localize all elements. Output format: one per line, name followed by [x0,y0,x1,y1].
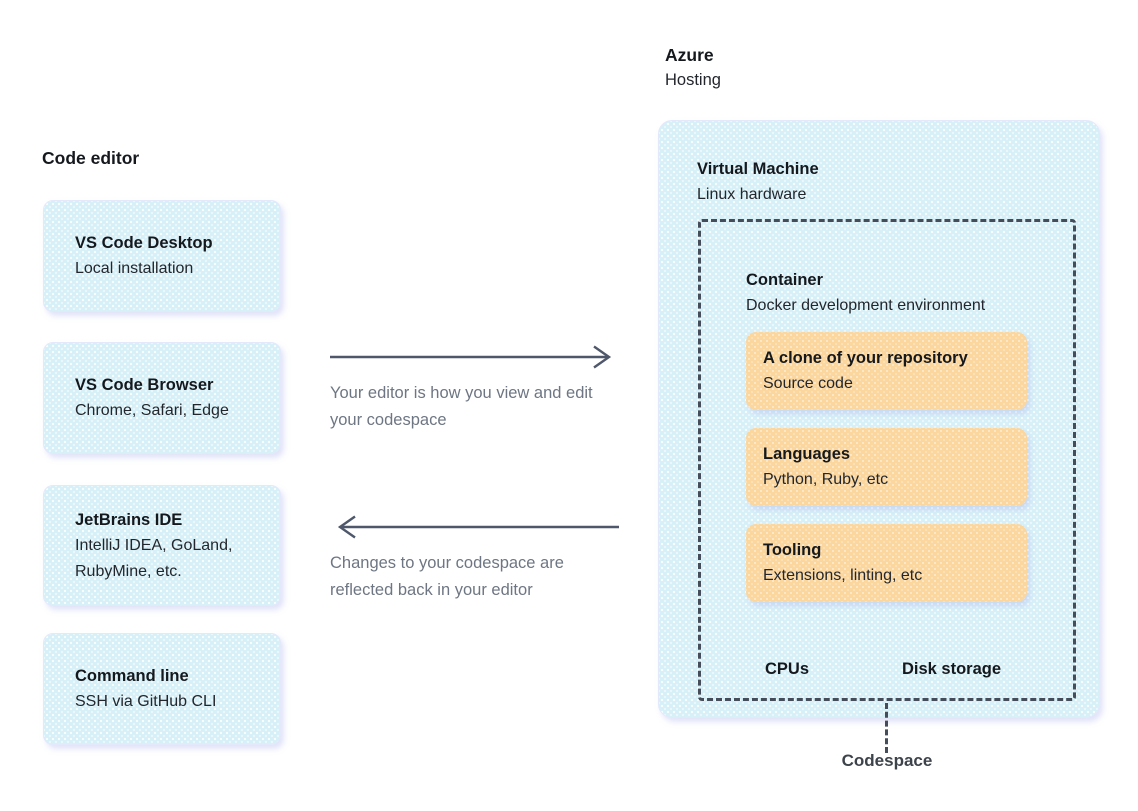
resource-box-subtitle: Python, Ruby, etc [763,471,889,488]
left-arrow-icon [329,514,619,540]
editor-box-vscode-browser: VS Code Browser Chrome, Safari, Edge [43,342,281,454]
disk-storage-label: Disk storage [902,660,1002,678]
code-editor-heading: Code editor [42,148,140,168]
vm-subtitle: Linux hardware [697,186,807,203]
resource-box-title: Tooling [763,541,822,559]
resource-box-title: A clone of your repository [763,349,968,367]
azure-heading: Azure [665,45,714,65]
resource-box-tooling: Tooling Extensions, linting, etc [746,524,1027,602]
editor-box-title: JetBrains IDE [75,510,183,529]
editor-box-title: VS Code Browser [75,376,214,394]
container-subtitle: Docker development environment [746,297,986,314]
resource-box-subtitle: Source code [763,375,853,392]
flow-label-changes-reflected: Changes to your codespace are reflected … [330,554,564,599]
editor-box-subtitle: IntelliJ IDEA, GoLand, RubyMine, etc. [75,536,233,580]
resource-box-languages: Languages Python, Ruby, etc [746,428,1027,506]
flow-label-view-edit: Your editor is how you view and edit you… [330,384,593,429]
resource-box-repository-clone: A clone of your repository Source code [746,332,1027,410]
editor-box-subtitle: SSH via GitHub CLI [75,693,217,710]
vm-title: Virtual Machine [697,160,819,178]
editor-box-command-line: Command line SSH via GitHub CLI [43,633,281,745]
editor-box-subtitle: Local installation [75,260,194,277]
editor-box-title: Command line [75,667,189,685]
right-arrow-icon [330,344,620,370]
container-title: Container [746,271,824,289]
resource-box-title: Languages [763,445,851,463]
codespace-connector-line [885,703,888,753]
editor-box-title: VS Code Desktop [75,234,213,252]
editor-box-jetbrains-ide: JetBrains IDE IntelliJ IDEA, GoLand, Rub… [43,485,281,606]
editor-box-subtitle: Chrome, Safari, Edge [75,402,229,419]
resource-box-subtitle: Extensions, linting, etc [763,567,923,584]
cpus-label: CPUs [765,660,810,678]
editor-box-vscode-desktop: VS Code Desktop Local installation [43,200,281,312]
container-dashed-box [698,219,1076,701]
hosting-subheading: Hosting [665,71,721,89]
codespace-label: Codespace [841,751,933,770]
